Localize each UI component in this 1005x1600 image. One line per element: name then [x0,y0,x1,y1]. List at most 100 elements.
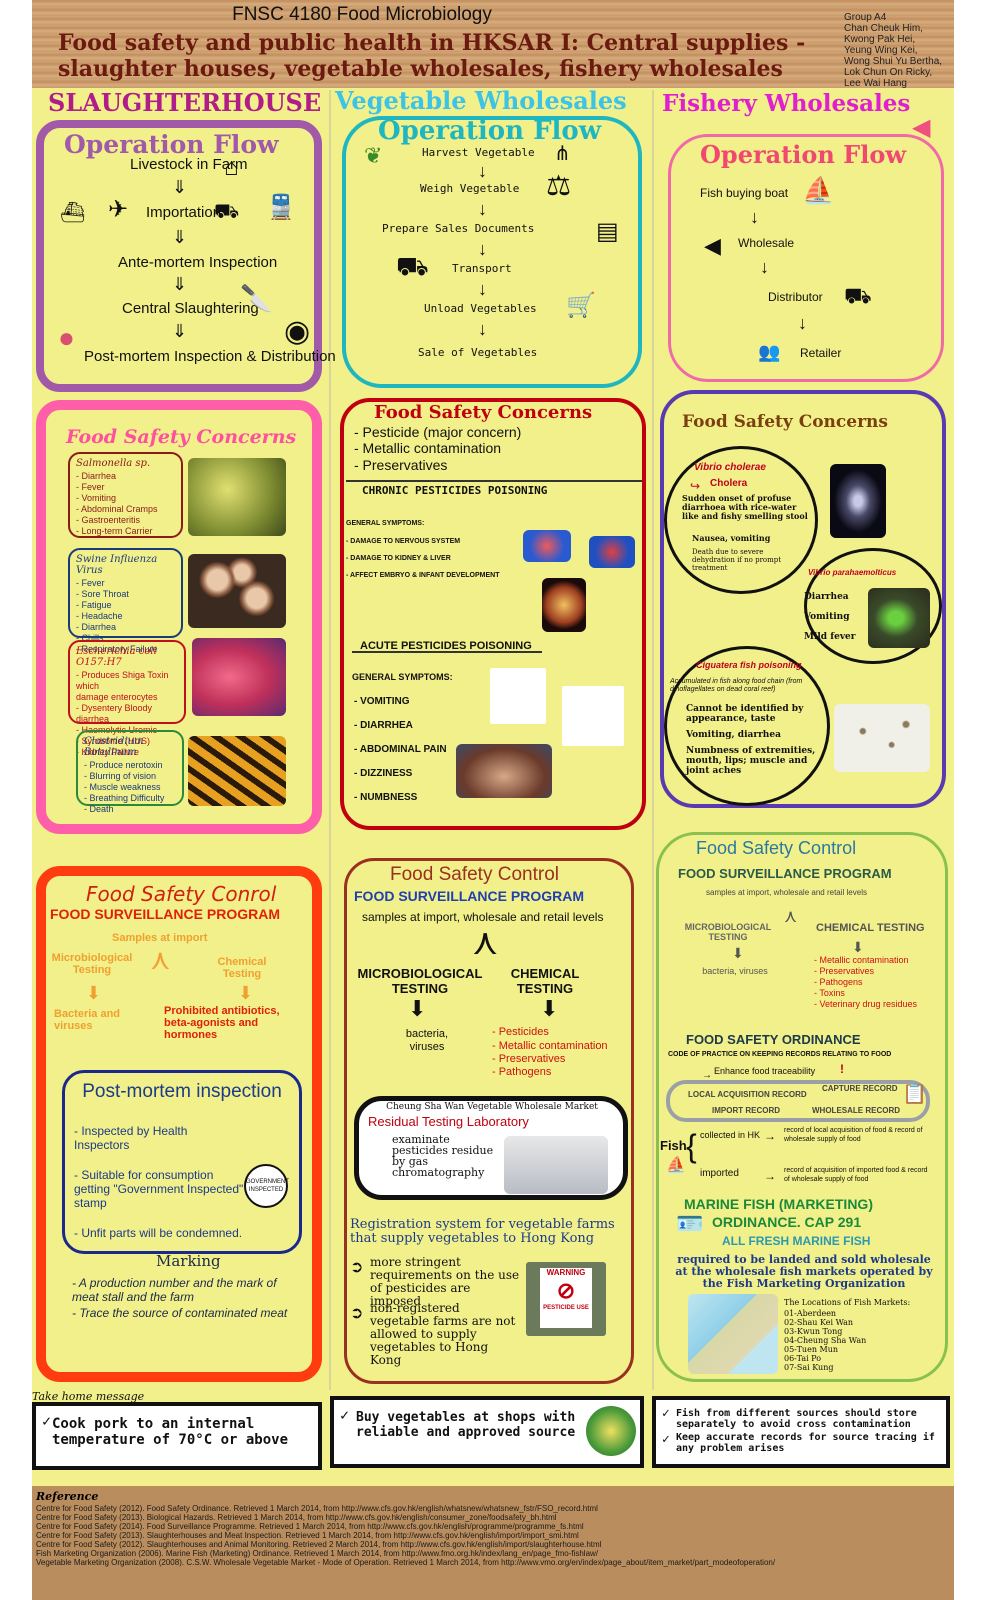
fork-arrow-icon: ⋏ [472,921,499,962]
course-title: FNSC 4180 Food Microbiology [232,4,492,25]
symptom: - Kidney Failure [76,747,140,757]
acute-title: ACUTE PESTICIDES POISONING [360,640,532,652]
symptom: - Diarrhea [76,471,117,481]
fish-icon: ◀ [912,114,931,141]
symptom: - Chills [76,633,104,643]
takehome-msg-fish: ✓ Fish from different sources should sto… [652,1396,950,1468]
id-card-icon: 🪪 [676,1211,704,1236]
slaughter-chem: Chemical Testing [217,956,267,980]
group-line: Group A4 [844,12,887,23]
vibrio-para-circle [804,548,942,664]
pathogen-card-swine-flu: Swine Influenza Virus - Fever - Sore Thr… [68,548,183,654]
people-group-icon: 👥 [758,342,781,362]
warning-sign-text: WARNING [546,1268,586,1277]
arrow-down-icon: ⬇ [238,983,254,1003]
slaughter-concerns-box [36,400,322,834]
marine-title: MARINE FISH (MARKETING) [684,1196,873,1212]
fish-flow-step: Distributor [768,290,823,304]
vibrio-para-name: Vibrio parahaemolticus [808,568,897,577]
arrow-down-icon: ⇓ [172,321,188,341]
plate-cutlery-icon: ◉ [284,315,311,348]
imported-label: imported [700,1168,739,1179]
fish-levels: samples at import, wholesale and retail … [706,888,867,897]
fish-chem-item: - Veterinary drug residues [814,999,918,1009]
arrow-down-icon: ⇓ [172,177,188,197]
arrow-circle-icon: ➲ [350,1259,364,1276]
fish-concerns-title: Food Safety Concerns [682,412,888,432]
vibrio-cholerae-circle [664,446,818,594]
approved-source-logo [586,1406,636,1456]
handcart-icon: 🛒 [566,292,596,319]
nervous-system-image [523,530,571,562]
arrow-down-icon: ↓ [478,279,487,299]
divider [352,651,542,653]
chronic-general: GENERAL SYMPTOMS: [346,520,425,527]
veg-flow-step: Sale of Vegetables [418,346,538,359]
symptom: - Breathing Difficulty [84,793,165,803]
takehome-label: Take home message [32,1390,145,1403]
takehome-msg-pork: ✓ Cook pork to an internal temperature o… [32,1402,322,1470]
veg-chem-item: - Metallic contamination [492,1040,608,1052]
veg-concern: - Metallic contamination [354,440,502,456]
record-types-box [666,1080,930,1122]
cig-item: Numbness of extremities, mouth, lips; mu… [686,746,816,776]
cig-item: Cannot be identified by appearance, tast… [686,704,804,724]
veg-concerns-title: Food Safety Concerns [374,402,593,423]
reference-item: Centre for Food Safety (2012). Slaughter… [36,1540,602,1549]
fish-control-box [656,832,948,1382]
references-title: Reference [36,1490,99,1503]
pathogen-card-botulinum: Clostridium Botulinum - Produce nerotoxi… [76,730,184,814]
arrow-down-icon: ⬇ [408,996,427,1021]
clipboard-icon: 📋 [902,1083,927,1105]
symptom: - Long-term Carrier [76,526,153,536]
veg-chem: CHEMICAL TESTING [510,966,580,996]
warning-sign-panel: WARNING ⊘ PESTICIDE USE [540,1268,592,1328]
slaughter-control-box [36,866,322,1382]
market-item: 02-Shau Kei Wan [784,1318,854,1327]
ciguatera-circle [664,646,830,806]
poster-title-line2: slaughter houses, vegetable wholesales, … [58,56,783,82]
fish-label: Fish [660,1138,687,1153]
symptom: - Vomiting [76,493,117,503]
market-item: 01-Aberdeen [784,1309,837,1318]
arrow-curve-icon: ↓ [798,313,807,333]
symptom: - Abdominal Cramps [76,504,158,514]
fish-micro: MICROBIOLOGICAL TESTING [684,922,772,942]
lab-market: Cheung Sha Wan Vegetable Wholesale Marke… [386,1102,598,1112]
cig-title: Ciguatera fish poisoning [696,660,802,670]
record-type: LOCAL ACQUISITION RECORD [688,1090,807,1099]
slaughter-samples: Samples at import [112,932,208,944]
arrow-down-icon: ⇓ [172,227,188,247]
veg-flow-step: Prepare Sales Documents [382,222,535,235]
reg-item: non-registered vegetable farms are not a… [370,1301,516,1367]
group-line: Yeung Wing Kei, [844,45,918,56]
slaughter-micro-result: Bacteria and viruses [54,1008,121,1032]
group-line: Kwong Pak Hei, [844,34,916,45]
arrow-down-icon: ⬇ [852,939,864,955]
chronic-title: CHRONIC PESTICIDES POISONING [362,484,548,497]
veg-flow-step: Unload Vegetables [424,302,537,315]
lab-text: examinate pesticides residue by gas chro… [392,1133,494,1179]
fish-icon: ◀ [704,233,721,258]
market-item: 06-Tai Po [784,1354,822,1363]
document-icon: ▤ [596,218,619,245]
arrow-down-icon: ⬇ [732,945,744,961]
symptom: - Dysentery Bloody diarrhea [76,703,153,724]
veg-flow-box [342,116,642,388]
map-title: The Locations of Fish Markets: [784,1298,911,1307]
arrow-down-icon: ↓ [478,319,487,339]
embryo-image [542,578,586,632]
airplane-icon: ✈ [108,196,129,223]
vomiting-figure-image [490,668,546,724]
market-item: 07-Sai Kung [784,1363,834,1372]
check-icon: ✓ [662,1432,670,1447]
arrow-curve-icon: ↓ [760,257,769,277]
group-line: Wong Shui Yu Bertha, [844,56,943,67]
para-item: Mild fever [804,632,856,642]
veg-micro-result: bacteria, viruses [405,1028,449,1053]
reference-item: Centre for Food Safety (2013). Biologica… [36,1513,557,1522]
symptom: - Headache [76,611,123,621]
slaughter-concerns-title: Food Safety Concerns [66,426,297,448]
swine-flu-virus-image [188,554,286,628]
truck-icon: ⛟ [214,201,240,223]
